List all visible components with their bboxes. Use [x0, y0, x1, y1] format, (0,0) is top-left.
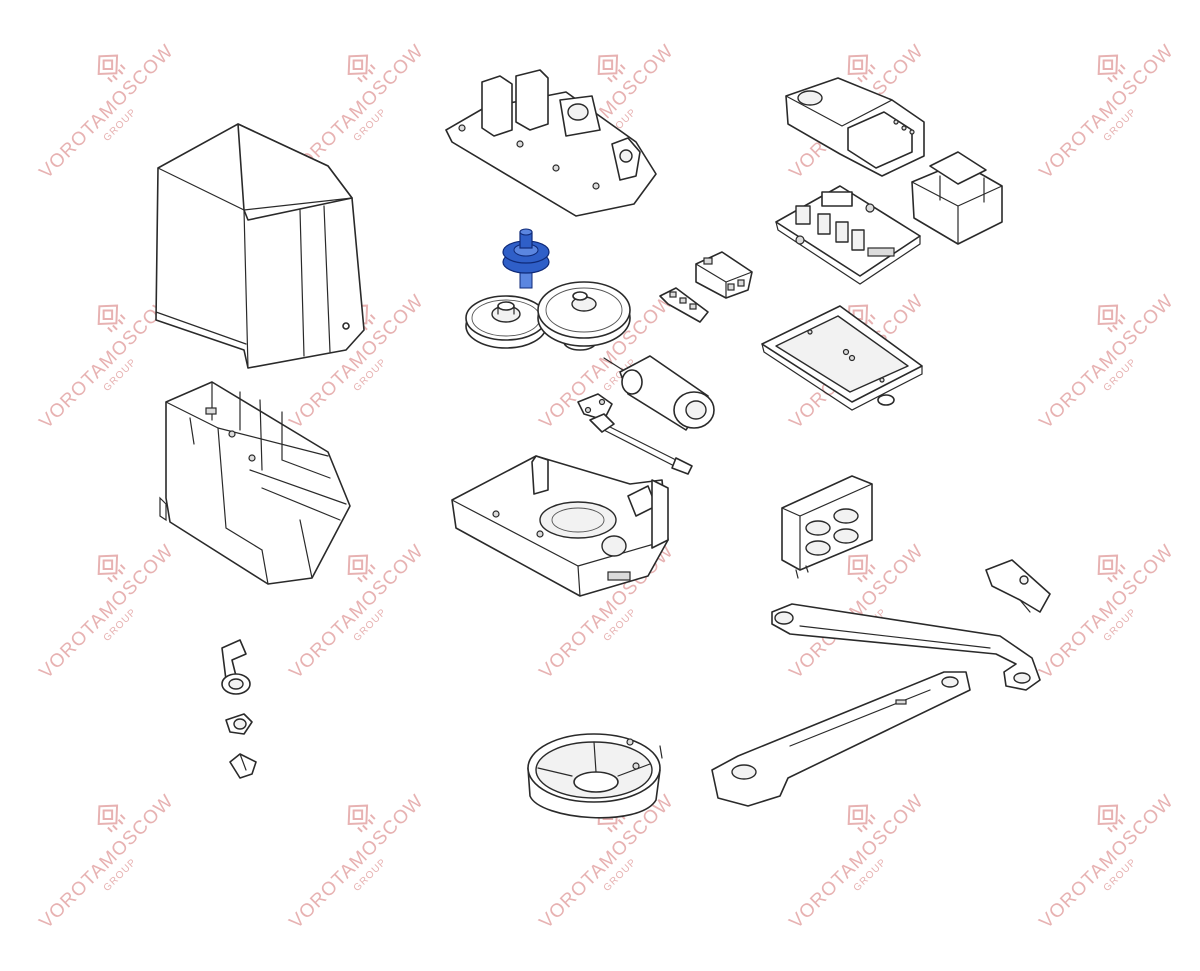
cover[interactable]	[155, 123, 365, 369]
intermediate-gear-small[interactable]	[465, 295, 547, 349]
anchor-plate[interactable]	[781, 475, 873, 579]
connector-block[interactable]	[695, 251, 753, 299]
release-key[interactable]	[229, 753, 257, 779]
limit-switch-assembly[interactable]	[577, 393, 693, 475]
bottom-cup[interactable]	[527, 733, 663, 819]
gearbox-base-top[interactable]	[445, 69, 657, 217]
intermediate-gear-large[interactable]	[537, 281, 631, 351]
gearmotor[interactable]	[603, 355, 715, 431]
transformer[interactable]	[911, 151, 1003, 245]
straight-arm[interactable]	[711, 671, 971, 807]
chassis-frame[interactable]	[159, 381, 351, 585]
release-lever[interactable]	[221, 639, 251, 695]
curved-arm[interactable]	[771, 603, 1041, 691]
gearbox-housing[interactable]	[451, 455, 669, 597]
card-holder-cover[interactable]	[785, 77, 925, 177]
control-board[interactable]	[775, 185, 921, 285]
board-bracket[interactable]	[761, 305, 923, 411]
release-knob[interactable]	[225, 713, 253, 735]
terminal-strip[interactable]	[659, 287, 709, 323]
gate-bracket[interactable]	[985, 559, 1051, 613]
pinion-gear-highlighted[interactable]	[502, 228, 550, 289]
parts-drawing	[155, 69, 1051, 819]
